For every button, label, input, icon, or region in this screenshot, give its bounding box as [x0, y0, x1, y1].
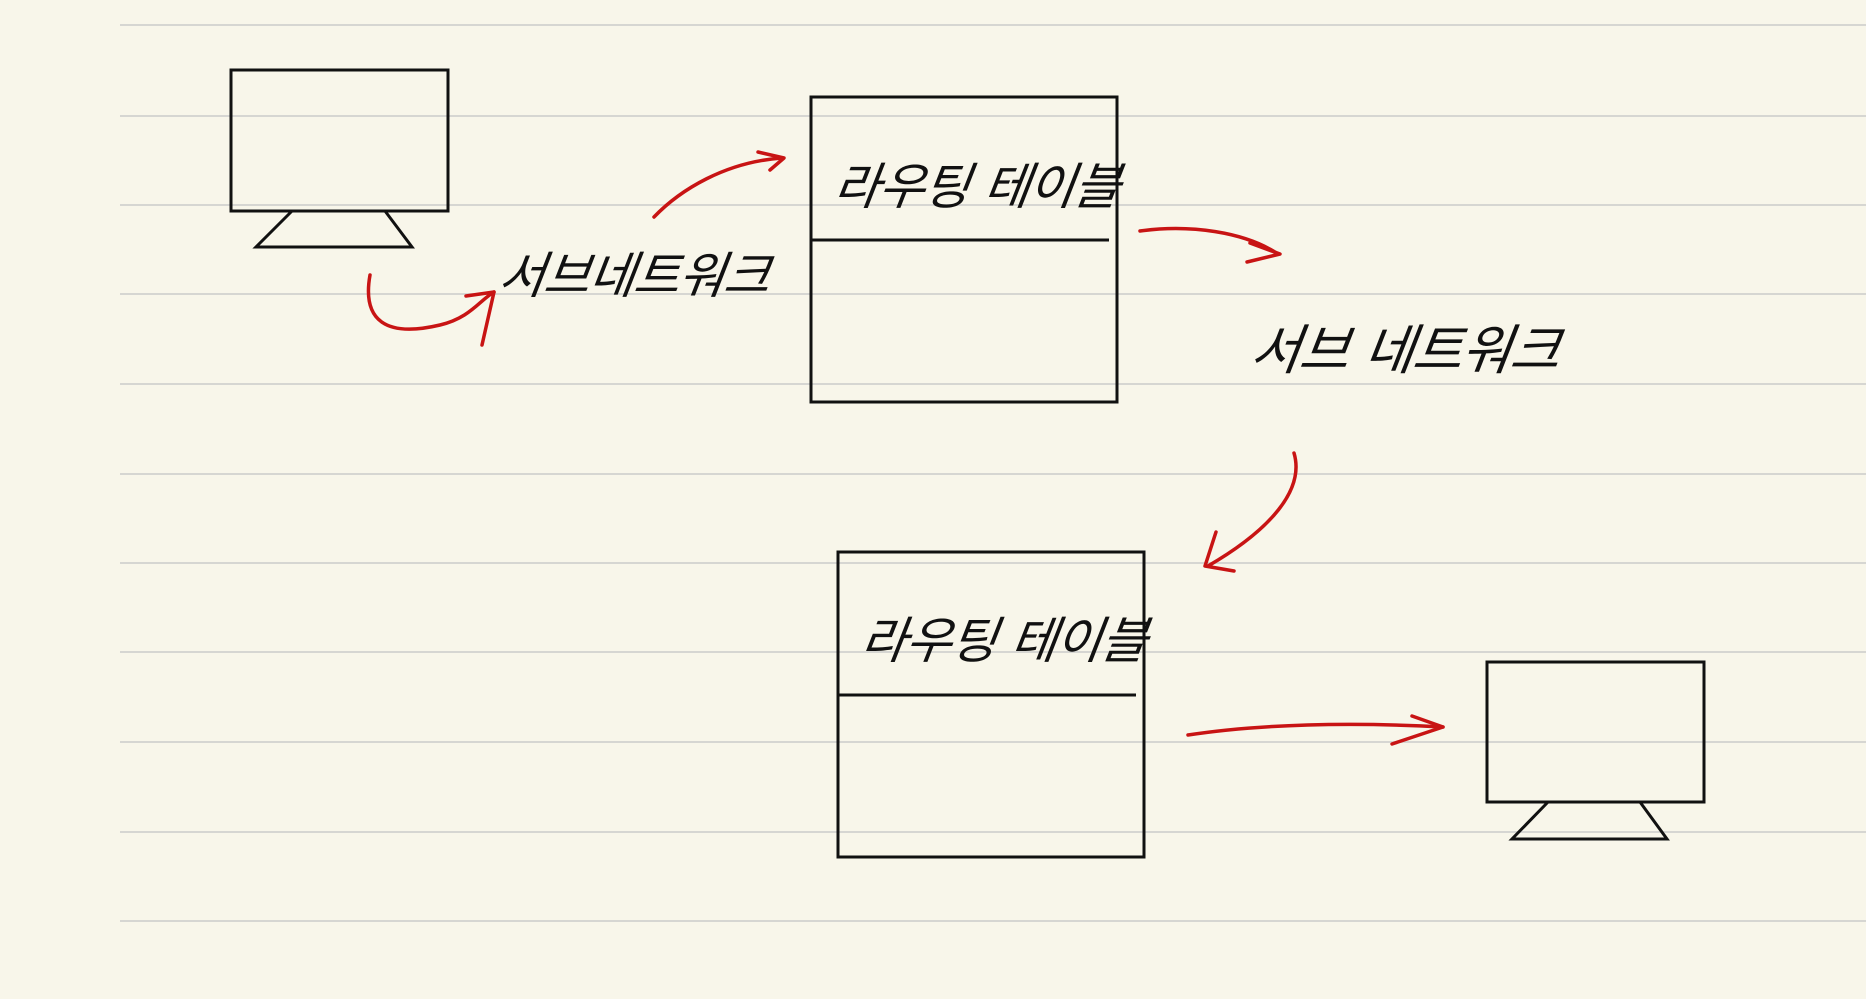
arrow-shaft — [652, 156, 784, 219]
routing-table-label: 라우팅 테이블 — [830, 158, 1124, 216]
arrow-shaft — [366, 273, 496, 331]
routing-table-label: 라우팅 테이블 — [857, 612, 1151, 670]
monitor-stand — [252, 209, 415, 249]
arrow-subnet-to-routing-table — [652, 150, 786, 219]
ruled-lines — [120, 24, 1866, 922]
arrow-subnet-to-routing-table — [1203, 451, 1298, 573]
arrow-shaft — [1206, 451, 1298, 568]
monitor-screen — [1485, 660, 1706, 804]
arrow-head — [1390, 714, 1445, 746]
arrow-head — [756, 150, 786, 172]
monitor-icon — [229, 68, 450, 249]
arrow-head — [1203, 530, 1236, 573]
subnet-label: 서브 네트워크 — [1246, 319, 1564, 382]
routing-table-frame — [836, 550, 1146, 859]
arrow-computer-to-subnet — [366, 273, 496, 347]
routing-table-frame — [809, 95, 1119, 404]
routing-table-box — [836, 550, 1146, 859]
routing-table-box — [809, 95, 1119, 404]
arrow-head — [1245, 241, 1282, 264]
arrow-shaft — [1186, 722, 1445, 737]
arrow-routing-table-to-computer — [1186, 714, 1445, 746]
monitor-icon — [1485, 660, 1706, 841]
arrow-routing-table-to-subnet — [1138, 226, 1282, 264]
arrow-shaft — [1138, 226, 1280, 256]
subnet-label: 서브네트워크 — [495, 247, 774, 305]
monitor-stand — [1508, 800, 1670, 841]
arrow-head — [464, 290, 496, 347]
monitor-screen — [229, 68, 450, 213]
